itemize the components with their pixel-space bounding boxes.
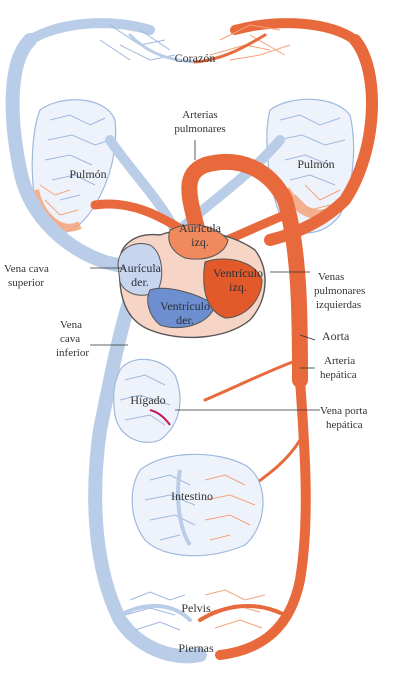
label-corazon: Corazón	[175, 51, 216, 65]
label-vena-cava-superior-line1: Vena cava	[4, 263, 49, 275]
label-vena-cava-inferior-line2: cava	[60, 333, 80, 345]
label-aorta: Aorta	[322, 329, 350, 343]
label-ventriculo-der-line1: Ventrículo	[160, 299, 210, 313]
label-intestino: Intestino	[171, 489, 213, 503]
label-vena-porta-line2: hepática	[326, 419, 363, 431]
label-venas-pulmonares-line1: Venas	[318, 271, 344, 283]
label-pelvis: Pelvis	[181, 601, 211, 615]
label-arterias-pulmonares-line2: pulmonares	[174, 123, 225, 135]
label-arteria-hepatica-line2: hepática	[320, 369, 357, 381]
label-auricula-der-line2: der.	[131, 275, 149, 289]
label-auricula-izq-line1: Aurícula	[179, 221, 222, 235]
label-venas-pulmonares-line2: pulmonares	[314, 285, 365, 297]
label-ventriculo-izq-line1: Ventrículo	[213, 266, 263, 280]
label-pulmon-izq: Pulmón	[69, 167, 106, 181]
label-ventriculo-der-line2: der.	[176, 313, 194, 327]
intestine-capillary-bed	[132, 454, 263, 555]
label-vena-cava-inferior-line3: inferior	[56, 347, 89, 359]
label-auricula-izq-line2: izq.	[191, 235, 209, 249]
label-pulmon-der: Pulmón	[297, 157, 334, 171]
label-venas-pulmonares-line3: izquierdas	[316, 299, 361, 311]
label-auricula-der-line1: Aurícula	[119, 261, 162, 275]
label-ventriculo-izq-line2: izq.	[229, 280, 247, 294]
label-vena-cava-inferior-line1: Vena	[60, 319, 82, 331]
label-vena-porta-line1: Vena porta	[320, 405, 367, 417]
label-arterias-pulmonares-line1: Arterias	[182, 109, 217, 121]
label-vena-cava-superior-line2: superior	[8, 277, 44, 289]
label-arteria-hepatica-line1: Arteria	[324, 355, 355, 367]
label-higado: Hígado	[130, 393, 165, 407]
label-piernas: Piernas	[178, 641, 214, 655]
hepatic-artery	[205, 360, 298, 400]
